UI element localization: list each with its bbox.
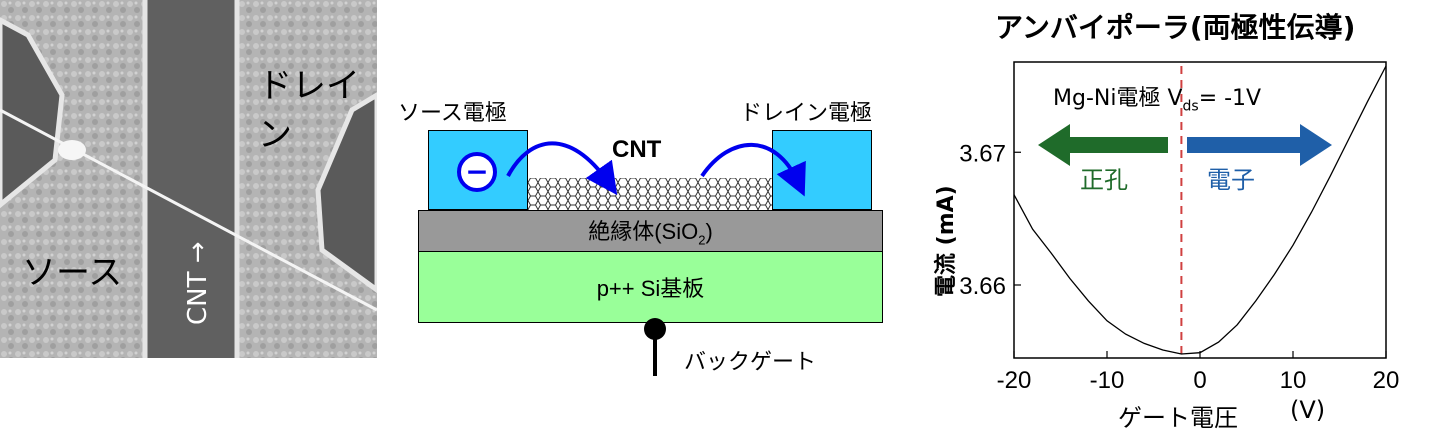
electron-label: 電子 <box>1207 166 1255 194</box>
sem-source-label: ソース <box>22 253 123 293</box>
backgate-wire <box>653 330 657 376</box>
x-tick-label: 20 <box>1373 367 1400 394</box>
backgate-contact <box>644 318 666 340</box>
arrow-source-to-cnt <box>506 141 618 196</box>
current-vs-gate-plot: -20 -10 0 10 20 3.66 3.67 <box>959 61 1400 394</box>
substrate-label: p++ Si基板 <box>596 276 705 301</box>
sem-particle <box>58 140 86 160</box>
electron-direction-arrow <box>1187 124 1332 166</box>
backgate-label: バックゲート <box>684 350 817 375</box>
carrier-symbol: − <box>465 155 489 188</box>
cnt-lattice <box>528 178 772 210</box>
sem-micrograph <box>0 0 377 358</box>
sem-drain-label: ドレイン <box>258 66 360 155</box>
source-electrode-label: ソース電極 <box>398 101 507 126</box>
sem-cnt-label: CNT → <box>183 241 213 325</box>
cnt-label: CNT <box>612 136 662 163</box>
y-tick-label: 3.66 <box>959 273 1006 300</box>
hole-label: 正孔 <box>1080 166 1128 194</box>
data-curve <box>1013 65 1387 355</box>
plot-annotation: Mg-Ni電極 Vds= -1V <box>1053 86 1262 115</box>
plot-title: アンバイポーラ(両極性伝導) <box>995 11 1356 44</box>
x-tick-label: -20 <box>997 367 1032 394</box>
x-tick-label: -10 <box>1090 367 1125 394</box>
x-axis-unit: (V) <box>1290 396 1326 424</box>
sem-image: ドレイン ソース CNT → <box>0 0 377 358</box>
y-axis-label: 電流 (mA) <box>934 185 959 297</box>
carrier-circle: − <box>457 152 497 192</box>
x-tick-label: 10 <box>1280 367 1307 394</box>
x-tick-label: 0 <box>1193 367 1206 394</box>
substrate-layer: p++ Si基板 <box>418 251 883 323</box>
hole-direction-arrow <box>1038 124 1168 166</box>
x-axis-label: ゲート電圧 <box>1118 404 1238 432</box>
y-tick-label: 3.67 <box>959 140 1006 167</box>
insulator-label: 絶縁体(SiO2) <box>588 219 713 248</box>
drain-electrode-label: ドレイン電極 <box>740 101 873 126</box>
arrow-cnt-to-drain <box>700 142 806 197</box>
insulator-layer: 絶縁体(SiO2) <box>418 210 883 252</box>
injection-arrows <box>506 141 806 197</box>
